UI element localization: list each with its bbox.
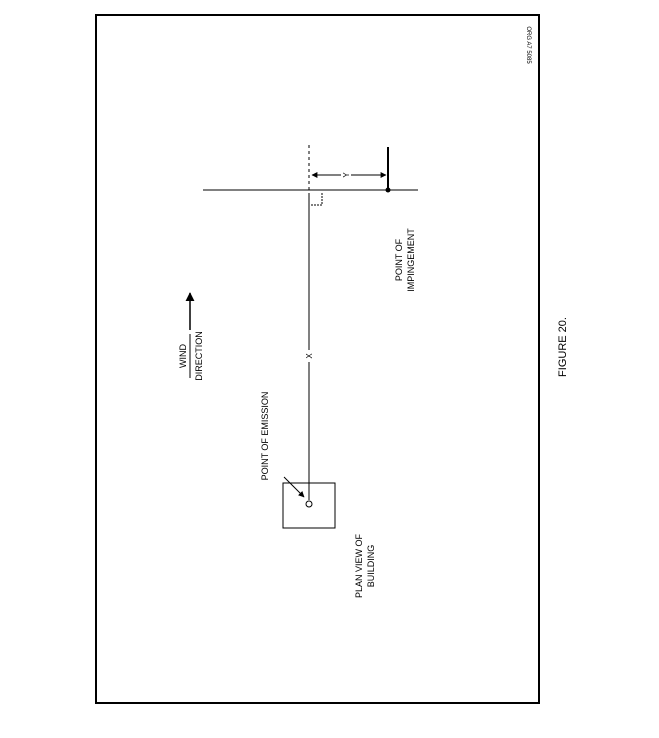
emission-pointer-arrow [283,476,305,498]
impingement-label-2: IMPINGEMENT [406,228,416,292]
wind-label: WIND [178,344,188,368]
impingement-label-1: POINT OF [394,238,404,281]
direction-label: DIRECTION [194,331,204,381]
building-outline [282,482,336,529]
page-border [95,14,540,704]
x-label: X [305,353,314,359]
emission-point [305,500,313,508]
building-label-2: BUILDING [366,545,376,588]
right-angle-marker [311,192,323,206]
figure-tag: ORG A7 5085 [525,26,531,64]
y-label: Y [342,172,351,178]
emission-label: POINT OF EMISSION [260,392,270,481]
figure-caption: FIGURE 20. [557,317,569,377]
building-label-1: PLAN VIEW OF [354,533,364,598]
